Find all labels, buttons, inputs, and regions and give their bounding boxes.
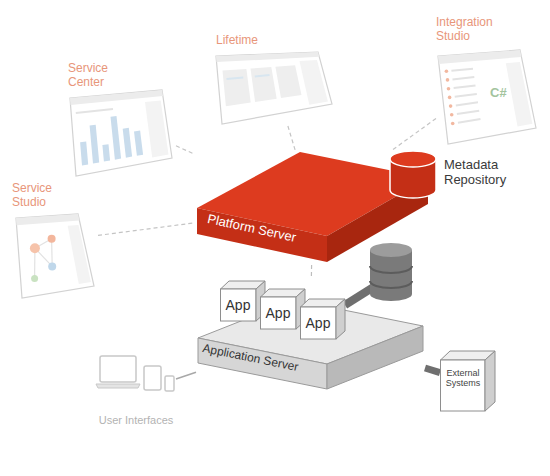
icon-label: C#: [490, 86, 507, 101]
user-devices: User Interfaces: [96, 350, 176, 435]
app-cube: App: [260, 288, 306, 330]
database-bar: [345, 288, 372, 305]
connector: [176, 146, 195, 155]
metadata-cylinder: Metadata Repository: [388, 150, 528, 200]
connector: [392, 119, 436, 151]
application-server-slab: Application ServerAppAppApp: [196, 276, 425, 391]
connector: [98, 223, 195, 236]
database-band: [370, 281, 412, 288]
database-body: [370, 250, 412, 301]
node-label: App: [260, 305, 296, 321]
connector: [176, 372, 196, 379]
database-band: [370, 266, 412, 273]
app-screen: Lifetime: [214, 34, 334, 126]
node-label: Lifetime: [216, 34, 296, 48]
node-label: Integration Studio: [436, 16, 516, 44]
app-screen: Service Studio: [12, 182, 98, 300]
connector: [288, 126, 295, 150]
node-label: App: [300, 315, 336, 331]
app-cube: App: [220, 280, 266, 322]
node-label: User Interfaces: [96, 414, 176, 427]
node-label: External Systems: [442, 368, 484, 389]
node-label: Metadata Repository: [444, 158, 524, 188]
connector: [425, 368, 440, 373]
app-screen: Integration Studio: [436, 16, 540, 146]
node-label: Service Studio: [12, 182, 74, 210]
node-label: App: [220, 297, 256, 313]
app-screen-shape: [214, 34, 334, 126]
app-cube: App: [300, 298, 346, 340]
connector: [311, 265, 312, 276]
node-label: Service Center: [68, 62, 130, 90]
database-top: [370, 243, 412, 257]
external-systems-box: External Systems: [440, 350, 496, 412]
app-screen: Service Center: [66, 62, 176, 180]
